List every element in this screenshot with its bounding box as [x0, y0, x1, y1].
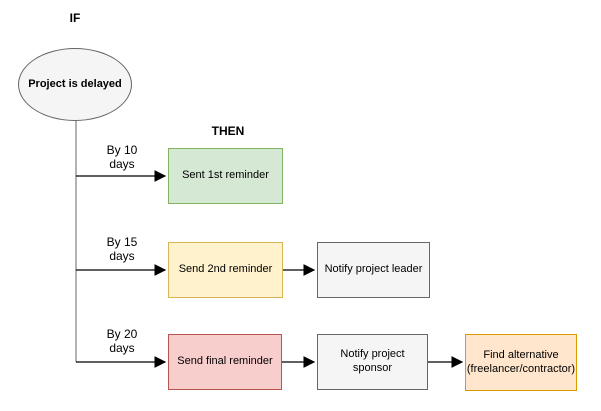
node-notify-project-leader: Notify project leader — [317, 242, 430, 298]
node-send-2nd-reminder: Send 2nd reminder — [168, 242, 283, 298]
condition-label-by-10-days: By 10 days — [106, 143, 138, 171]
then-label: THEN — [211, 124, 245, 138]
start-ellipse: Project is delayed — [18, 48, 132, 121]
node-sent-1st-reminder: Sent 1st reminder — [168, 148, 283, 204]
if-label: IF — [69, 11, 81, 25]
condition-label-by-20-days: By 20 days — [106, 327, 138, 355]
node-find-alternative: Find alternative (freelancer/contractor) — [465, 334, 577, 391]
node-notify-project-sponsor: Notify project sponsor — [317, 334, 428, 390]
node-send-final-reminder: Send final reminder — [168, 334, 282, 390]
condition-label-by-15-days: By 15 days — [106, 235, 138, 263]
